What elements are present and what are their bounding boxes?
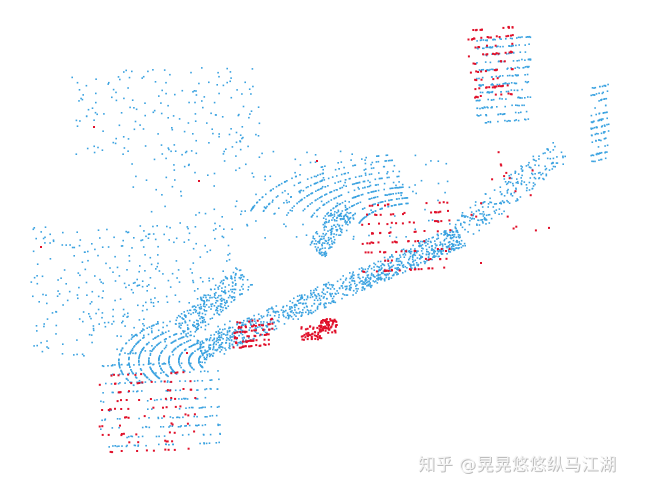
bottom-left-red-cluster (98, 371, 197, 454)
building-center-cluster (309, 204, 355, 258)
watermark: 知乎 @晃晃悠悠纵马江湖 (418, 455, 617, 475)
right-road-cluster (437, 142, 566, 253)
top-left-scatter-cluster (71, 67, 261, 155)
car-left-rows-cluster (232, 317, 274, 349)
bottom-left-rows-cluster (100, 361, 221, 448)
right-road-red-cluster (470, 151, 550, 232)
mid-scatter-cluster (131, 150, 449, 241)
car-center-2-cluster (300, 325, 324, 341)
top-right-fence-cluster (475, 35, 532, 124)
top-right-red-cluster (467, 25, 514, 99)
front-red-streaks-cluster (361, 201, 452, 273)
right-wall-cluster (590, 83, 610, 163)
stray-red-cluster (40, 126, 482, 354)
far-left-scatter-cluster (30, 225, 231, 357)
left-rings-cluster (118, 322, 209, 387)
road-strip-cluster (196, 226, 466, 361)
front-rings-cluster (250, 154, 409, 224)
